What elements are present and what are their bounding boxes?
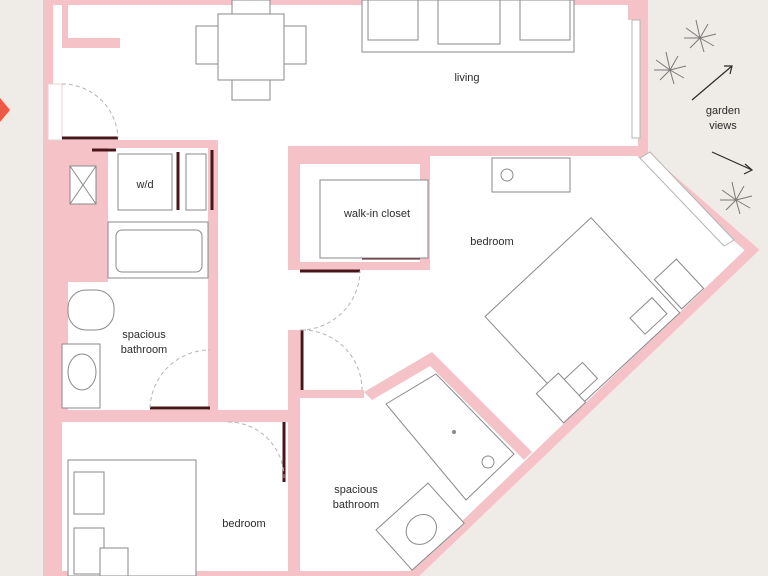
room-label-bathroom-left: spacious bathroom [120, 329, 168, 356]
shower-stall [385, 373, 515, 501]
bedroom-lamp [500, 168, 514, 182]
left-bath-fixtures [61, 221, 209, 409]
door-swings [61, 83, 363, 479]
entry-marker [0, 98, 10, 122]
sofa-set [361, 0, 575, 53]
bath-diagonal-wall [364, 352, 532, 460]
opening-bedroom [288, 270, 300, 330]
window-right [631, 19, 641, 139]
room-label-walk-in-closet: walk-in closet [343, 208, 411, 220]
vanity [375, 482, 465, 571]
nightstand [535, 372, 587, 424]
bedroom-dresser [491, 157, 571, 193]
room-label-wd: w/d [136, 179, 154, 191]
shower-head [481, 455, 495, 469]
room-label-living: living [454, 72, 480, 84]
main-bed [484, 216, 681, 413]
lower-bed [67, 459, 197, 576]
room-label-bedroom-main: bedroom [470, 236, 514, 248]
nightstand [653, 258, 705, 310]
shower-drain [452, 430, 456, 434]
room-label-bedroom-lower: bedroom [222, 518, 266, 530]
window-diagonal [639, 151, 735, 247]
closet-rail [319, 179, 429, 259]
window-left [47, 83, 63, 141]
utility-fixtures [69, 153, 207, 211]
arrow-icon [691, 65, 754, 175]
apartment-floor [43, 0, 760, 576]
room-label-bathroom-right: spacious bathroom [332, 484, 380, 511]
palm-icon [654, 19, 753, 215]
dining-set [195, 0, 307, 101]
garden-views-label: garden views [705, 105, 741, 132]
